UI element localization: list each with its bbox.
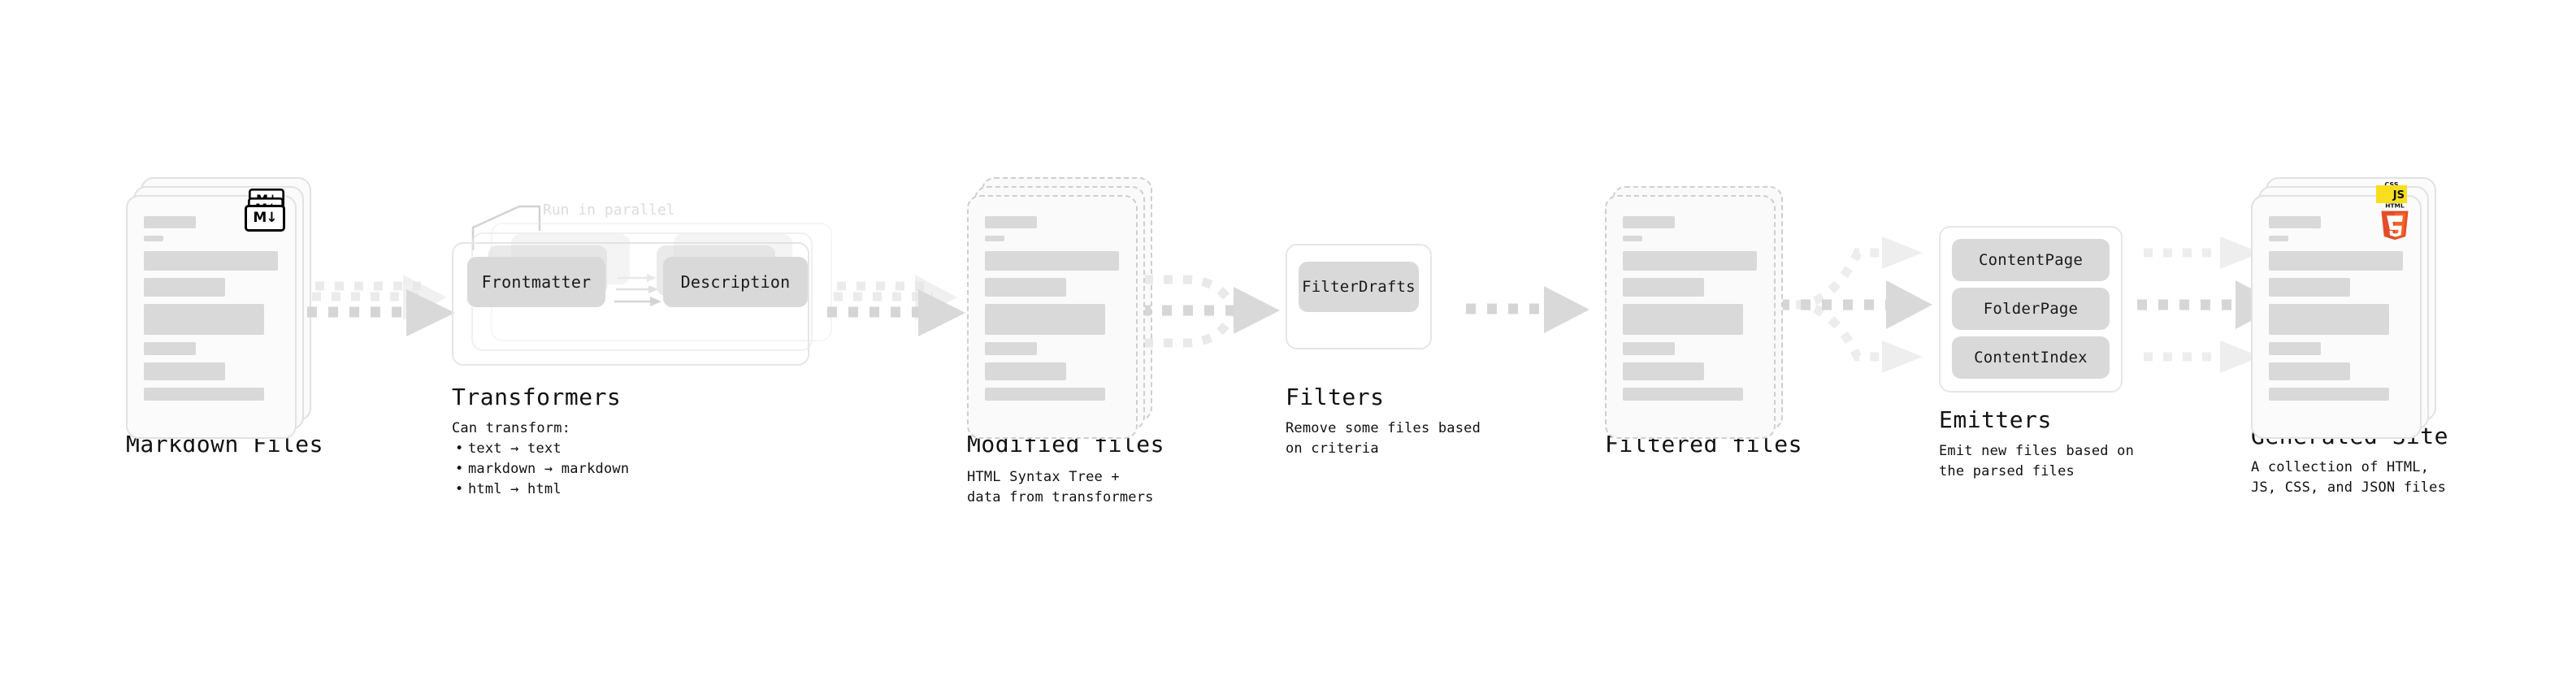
transformers-group: Run in parallel Frontmatter Description [452,202,842,367]
run-in-parallel-label: Run in parallel [543,202,675,219]
arrow-filters-to-filtered [1466,286,1589,333]
emitters-group: ContentPage FolderPage ContentIndex [1939,226,2123,393]
modified-files-caption-line1: HTML Syntax Tree + [967,469,1120,485]
filters-title: Filters [1286,384,1385,410]
emitters-pill-contentpage[interactable]: ContentPage [1952,239,2110,281]
filters-caption-line2: on criteria [1286,440,1379,457]
filtered-files-card-stack [1605,186,1783,439]
transformers-caption: Can transform: text → text markdown → ma… [452,419,629,500]
transformers-caption-item-0: text → text [455,439,629,459]
transformer-pill-frontmatter[interactable]: Frontmatter [467,257,605,307]
transformers-caption-list: text → text markdown → markdown html → h… [452,439,629,500]
transformer-box-front [452,242,809,366]
transformers-caption-item-2: html → html [455,479,629,500]
modified-files-card-stack [967,177,1152,439]
emitters-pill-contentpage-label: ContentPage [1978,251,2084,269]
filtered-placeholder-lines [1623,216,1761,408]
filters-box [1286,244,1432,349]
arrow-markdown-to-transformers [307,275,455,336]
transformer-pill-description-label: Description [680,272,791,292]
generated-site-caption: A collection of HTML, JS, CSS, and JSON … [2251,458,2446,498]
site-placeholder-lines [2269,216,2407,408]
transformers-caption-item-1: markdown → markdown [455,459,629,479]
arrow-filtered-to-emitters [1780,236,1932,373]
emitters-pill-folderpage-label: FolderPage [1983,300,2079,318]
emitters-pill-contentindex-label: ContentIndex [1974,349,2088,367]
svg-text:HTML: HTML [2385,202,2405,209]
transformer-pill-frontmatter-label: Frontmatter [481,272,592,292]
emitters-caption-line1: Emit new files based on [1939,443,2135,459]
generated-site-caption-line1: A collection of HTML, [2251,459,2430,475]
modified-files-caption-line2: data from transformers [967,489,1154,505]
markdown-placeholder-lines [144,216,282,408]
filters-group: FilterDrafts [1286,244,1432,349]
markdown-icon: M↓ [245,205,285,232]
emitters-caption-line2: the parsed files [1939,463,2075,479]
js-badge: JS [2376,185,2407,203]
parallel-bracket [471,205,541,250]
filters-pill-filterdrafts[interactable]: FilterDrafts [1299,262,1419,312]
arrow-transformers-to-modified [827,275,965,336]
emitters-pill-contentindex[interactable]: ContentIndex [1952,336,2110,379]
transformers-title: Transformers [452,384,622,410]
emitters-box [1939,226,2123,393]
transformer-inner-arrows [614,274,661,306]
modified-placeholder-lines [985,216,1123,408]
generated-site-caption-line2: JS, CSS, and JSON files [2251,479,2447,496]
emitters-caption: Emit new files based on the parsed files [1939,441,2134,482]
markdown-files-card-stack: M↓ M↓ M↓ [126,177,311,439]
emitters-pill-folderpage[interactable]: FolderPage [1952,288,2110,330]
filters-caption: Remove some files based on criteria [1286,419,1481,459]
transformer-pill-description[interactable]: Description [663,257,808,307]
transformers-caption-intro: Can transform: [452,420,571,436]
emitters-title: Emitters [1939,406,2052,433]
modified-files-caption: HTML Syntax Tree + data from transformer… [967,467,1154,508]
generated-site-card-stack: CSS JS HTML [2251,177,2436,439]
filters-pill-filterdrafts-label: FilterDrafts [1302,278,1416,296]
filters-caption-line1: Remove some files based [1286,420,1481,436]
arrow-modified-to-filters [1141,275,1280,348]
html5-badge: HTML [2381,202,2409,241]
